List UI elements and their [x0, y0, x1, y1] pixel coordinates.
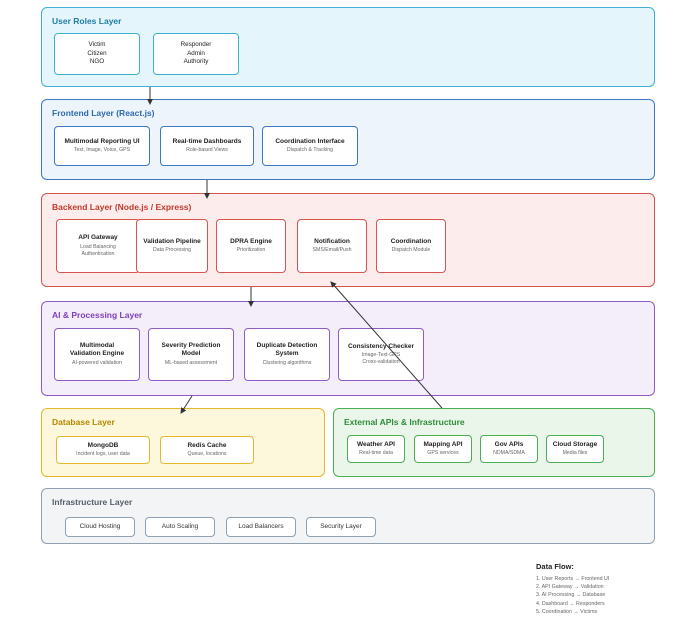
layer-title: External APIs & Infrastructure: [344, 417, 465, 427]
load-balancers-box[interactable]: Load Balancers: [226, 517, 296, 537]
layer-title: Backend Layer (Node.js / Express): [52, 202, 192, 212]
redis-cache-box[interactable]: Redis Cache Queue, locations: [160, 436, 254, 464]
mongodb-box[interactable]: MongoDB Incident logs, user data: [56, 436, 150, 464]
duplicate-detection-system-box[interactable]: Duplicate Detection System Clustering al…: [244, 328, 330, 381]
box-subtitle: Dispatch Module: [391, 247, 431, 254]
box-title: Consistency Checker: [347, 342, 415, 350]
role-box-victim-citizen-ngo[interactable]: Victim Citizen NGO: [54, 33, 140, 75]
arrow-ai-to-database: [180, 395, 193, 414]
box-title: Coordination Interface: [275, 137, 345, 145]
box-title: Load Balancers: [238, 522, 284, 530]
multimodal-reporting-ui-box[interactable]: Multimodal Reporting UI Text, Image, Voi…: [54, 126, 150, 166]
box-title: System: [275, 350, 299, 358]
coordination-box[interactable]: Coordination Dispatch Module: [376, 219, 446, 273]
box-title: Redis Cache: [187, 441, 227, 449]
box-title: API Gateway: [78, 234, 118, 242]
coordination-interface-box[interactable]: Coordination Interface Dispatch & Tracki…: [262, 126, 358, 166]
box-subtitle: Incident logs, user data: [76, 451, 130, 458]
consistency-checker-box[interactable]: Consistency Checker Image-Text-GPS Cross…: [338, 328, 424, 381]
box-subtitle: SMS/Email/Push: [312, 247, 352, 254]
box-title: Real-time Dashboards: [172, 137, 242, 145]
layer-title: User Roles Layer: [52, 16, 122, 26]
legend-item: 5. Coordination → Victims: [536, 608, 598, 615]
layer-title: AI & Processing Layer: [52, 310, 143, 320]
box-subtitle: Clustering algorithms: [262, 359, 312, 366]
role-label: Admin: [187, 49, 205, 57]
box-title: Coordination: [390, 237, 432, 245]
box-title: DPRA Engine: [230, 237, 272, 245]
cloud-hosting-box[interactable]: Cloud Hosting: [65, 517, 135, 537]
box-title: Validation Engine: [69, 350, 125, 358]
box-title: MongoDB: [87, 441, 119, 449]
auto-scaling-box[interactable]: Auto Scaling: [145, 517, 215, 537]
weather-api-box[interactable]: Weather API Real-time data: [347, 435, 405, 463]
box-subtitle: Role-based Views: [186, 147, 228, 154]
legend-item: 3. AI Processing → Database: [536, 592, 606, 599]
box-title: Auto Scaling: [161, 522, 199, 530]
box-title: Multimodal Reporting UI: [64, 137, 140, 145]
layer-title: Infrastructure Layer: [52, 497, 133, 507]
arrow-external-to-notification: [330, 281, 443, 409]
api-gateway-box[interactable]: API Gateway Load Balancing Authenticatio…: [56, 219, 140, 273]
box-subtitle: Text, Image, Voice, GPS: [73, 147, 131, 154]
layer-title: Database Layer: [52, 417, 115, 427]
box-subtitle: Data Processing: [152, 247, 192, 254]
box-title: Duplicate Detection: [256, 342, 318, 350]
role-label: NGO: [89, 58, 105, 66]
box-subtitle: AI-powered validation: [72, 359, 122, 366]
multimodal-validation-engine-box[interactable]: Multimodal Validation Engine AI-powered …: [54, 328, 140, 381]
box-subtitle: Prioritization: [236, 247, 266, 254]
box-title: Notification: [314, 237, 350, 245]
box-title: Cloud Hosting: [79, 522, 121, 530]
data-flow-legend: Data Flow: 1. User Reports → Frontend UI…: [536, 562, 609, 616]
dpra-engine-box[interactable]: DPRA Engine Prioritization: [216, 219, 286, 273]
box-subtitle: Authentication: [81, 250, 115, 257]
box-subtitle: Queue, locations: [187, 451, 227, 458]
box-title: Weather API: [357, 440, 395, 448]
mapping-api-box[interactable]: Mapping API GPS services: [414, 435, 472, 463]
box-title: Mapping API: [423, 440, 463, 448]
box-title: Severity Prediction: [161, 342, 221, 350]
legend-title: Data Flow:: [536, 562, 574, 571]
validation-pipeline-box[interactable]: Validation Pipeline Data Processing: [136, 219, 208, 273]
box-subtitle: Load Balancing: [80, 243, 116, 250]
legend-item: 2. API Gateway → Validation: [536, 584, 604, 591]
legend-item: 1. User Reports → Frontend UI: [536, 576, 610, 582]
box-subtitle: NDMA/SDMA: [493, 450, 525, 457]
role-label: Citizen: [87, 49, 107, 57]
layer-title: Frontend Layer (React.js): [52, 108, 155, 118]
user-roles-layer: User Roles Layer: [41, 7, 655, 87]
role-label: Authority: [183, 58, 209, 66]
box-subtitle: Cross-validation: [362, 359, 400, 366]
box-title: Security Layer: [320, 522, 362, 530]
legend-item: 4. Dashboard → Responders: [536, 600, 605, 607]
box-subtitle: Media files: [562, 450, 588, 457]
security-layer-box[interactable]: Security Layer: [306, 517, 376, 537]
role-label: Responder: [180, 41, 212, 49]
role-box-responder-admin-authority[interactable]: Responder Admin Authority: [153, 33, 239, 75]
box-subtitle: Image-Text-GPS: [361, 352, 401, 359]
box-subtitle: GPS services: [427, 450, 459, 457]
notification-box[interactable]: Notification SMS/Email/Push: [297, 219, 367, 273]
box-title: Model: [181, 350, 201, 358]
box-title: Validation Pipeline: [143, 237, 201, 245]
box-title: Cloud Storage: [552, 440, 598, 448]
gov-apis-box[interactable]: Gov APIs NDMA/SDMA: [480, 435, 538, 463]
box-title: Gov APIs: [494, 440, 524, 448]
severity-prediction-model-box[interactable]: Severity Prediction Model ML-based asses…: [148, 328, 234, 381]
box-subtitle: Dispatch & Tracking: [286, 147, 334, 154]
realtime-dashboards-box[interactable]: Real-time Dashboards Role-based Views: [160, 126, 254, 166]
cloud-storage-box[interactable]: Cloud Storage Media files: [546, 435, 604, 463]
box-title: Multimodal: [79, 342, 115, 350]
box-subtitle: Real-time data: [359, 450, 393, 457]
role-label: Victim: [88, 41, 106, 49]
box-subtitle: ML-based assessment: [164, 359, 218, 366]
